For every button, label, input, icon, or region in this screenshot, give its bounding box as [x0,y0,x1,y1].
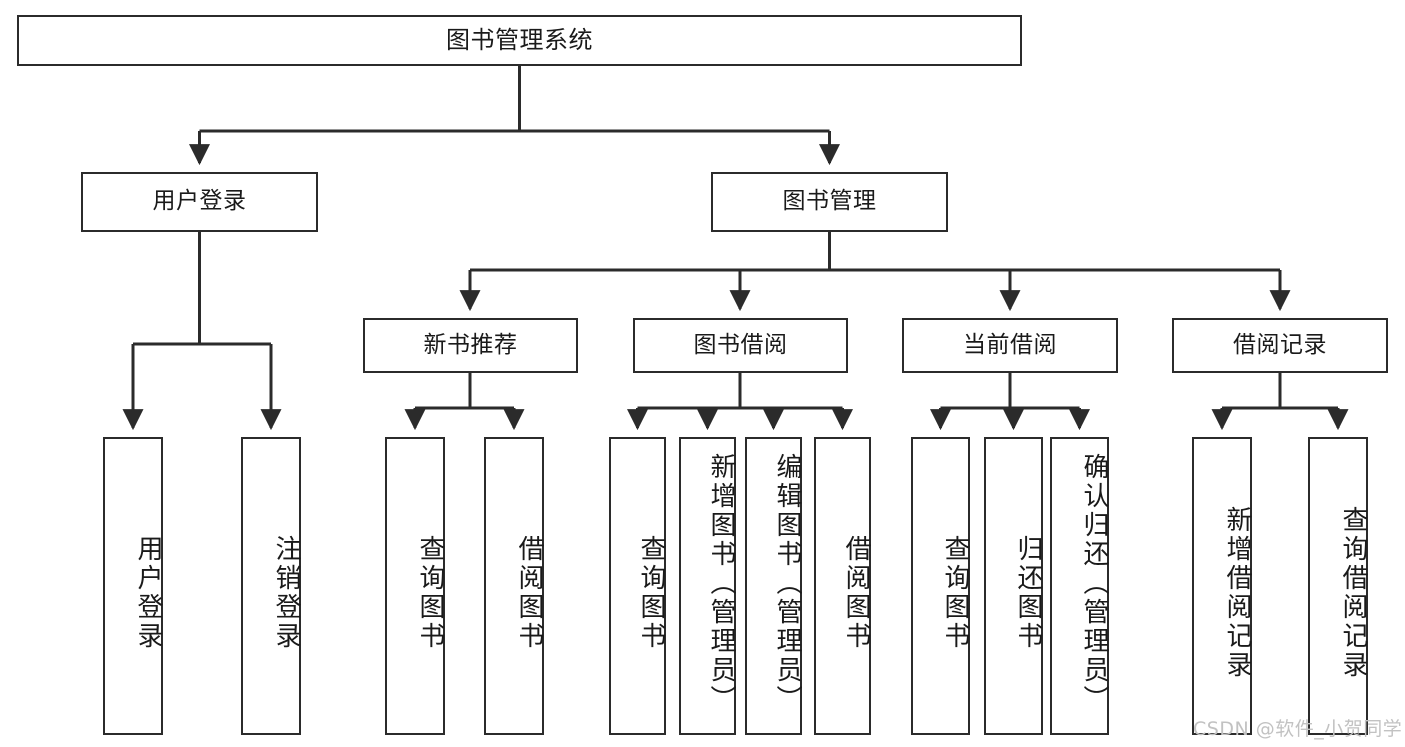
leaf-label: 查询图书 [415,535,445,651]
leaf-label: 用户登录 [133,535,163,651]
node-borrow-record[interactable]: 借阅记录 [1172,318,1388,373]
csdn-watermark: CSDN @软件_小贺同学 [1193,718,1403,740]
leaf-query-book-recommend[interactable]: 查询图书 [385,437,445,735]
leaf-label: 归还图书 [1013,535,1043,651]
leaf-label: 借阅图书 [514,535,544,651]
leaf-add-book-admin[interactable]: 新增图书（管理员） [679,437,736,735]
leaf-label: 新增图书（管理员） [706,453,736,714]
leaf-return-book[interactable]: 归还图书 [984,437,1043,735]
leaf-label: 查询借阅记录 [1338,506,1368,680]
leaf-label: 确认归还（管理员） [1079,453,1109,714]
leaf-logout-login[interactable]: 注销登录 [241,437,301,735]
leaf-label: 借阅图书 [841,535,871,651]
leaf-user-login[interactable]: 用户登录 [103,437,163,735]
node-new-book-recommend[interactable]: 新书推荐 [363,318,578,373]
node-root[interactable]: 图书管理系统 [17,15,1022,66]
node-user-login[interactable]: 用户登录 [81,172,318,232]
node-current-borrow[interactable]: 当前借阅 [902,318,1118,373]
leaf-label: 新增借阅记录 [1222,506,1252,680]
leaf-borrow-book[interactable]: 借阅图书 [814,437,871,735]
leaf-edit-book-admin[interactable]: 编辑图书（管理员） [745,437,802,735]
leaf-add-borrow-record[interactable]: 新增借阅记录 [1192,437,1252,735]
leaf-borrow-book-recommend[interactable]: 借阅图书 [484,437,544,735]
leaf-query-book-current[interactable]: 查询图书 [911,437,970,735]
node-book-borrow[interactable]: 图书借阅 [633,318,848,373]
leaf-label: 查询图书 [940,535,970,651]
node-book-manage[interactable]: 图书管理 [711,172,948,232]
leaf-label: 注销登录 [271,535,301,651]
leaf-query-borrow-record[interactable]: 查询借阅记录 [1308,437,1368,735]
leaf-query-book-borrow[interactable]: 查询图书 [609,437,666,735]
leaf-label: 查询图书 [636,535,666,651]
leaf-label: 编辑图书（管理员） [772,453,802,714]
leaf-confirm-return-admin[interactable]: 确认归还（管理员） [1050,437,1109,735]
